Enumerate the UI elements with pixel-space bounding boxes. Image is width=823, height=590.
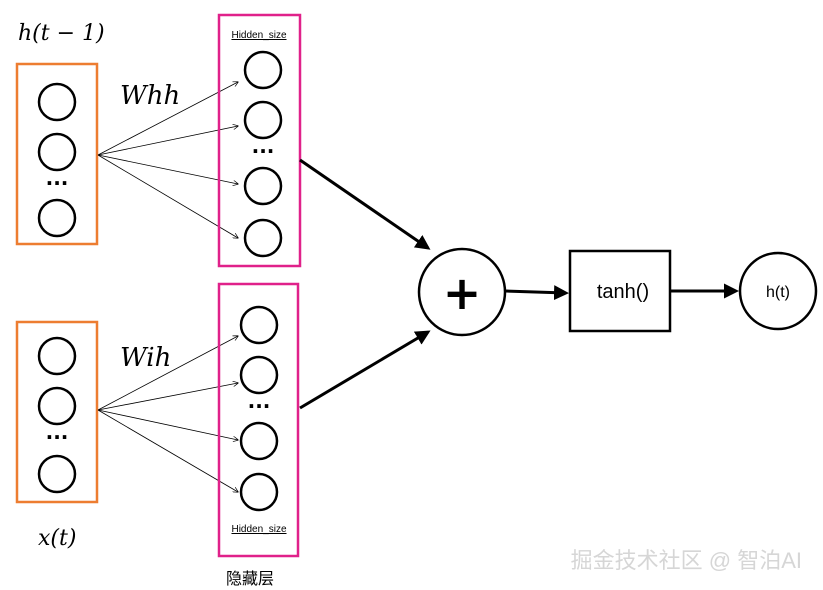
hidden-size-top-label: Hidden_size	[231, 30, 286, 41]
sum-to-tanh-arrow	[505, 285, 569, 301]
x-t-neuron-2	[37, 386, 77, 426]
hidden-size-bottom-label: Hidden_size	[231, 524, 286, 535]
whh-arrow-1	[97, 82, 238, 156]
hidden-top-neuron-1	[243, 50, 283, 90]
hidden-bottom-neuron-3	[239, 421, 279, 461]
wih-arrow-4	[97, 409, 238, 492]
h-prev-ellipsis: ···	[46, 171, 69, 195]
h-prev-box	[15, 62, 99, 246]
x-t-label: x(t)	[38, 526, 76, 551]
watermark: 掘金技术社区 @ 智泊AI	[571, 548, 802, 573]
hidden-bottom-neuron-4	[239, 472, 279, 512]
x-t-box	[15, 320, 99, 504]
wih-label: Wih	[120, 343, 171, 373]
whh-arrow-2	[97, 126, 238, 156]
hidden-top-neuron-2	[243, 100, 283, 140]
output-label: h(t)	[766, 284, 790, 301]
top-to-sum-arrow	[299, 158, 431, 250]
h-prev-label: h(t − 1)	[18, 21, 105, 46]
wih-arrow-1	[97, 336, 238, 411]
hidden-bottom-neuron-2	[239, 355, 279, 395]
x-t-neuron-1	[37, 336, 77, 376]
whh-arrow-3	[97, 154, 238, 184]
wih-arrow-2	[97, 383, 238, 411]
x-t-neuron-3	[37, 454, 77, 494]
hidden-layer-label: 隐藏层	[226, 570, 274, 588]
hidden-top-neuron-4	[243, 218, 283, 258]
output-node	[738, 251, 818, 331]
h-prev-neuron-1	[37, 82, 77, 122]
x-t-ellipsis: ···	[46, 425, 69, 449]
bottom-to-sum-arrow	[299, 330, 431, 410]
h-prev-neuron-3	[37, 198, 77, 238]
plus-symbol: +	[443, 266, 482, 320]
hidden-box-bottom	[217, 282, 300, 558]
hidden-bottom-neuron-1	[239, 305, 279, 345]
hidden-box-top	[217, 13, 302, 268]
wih-arrows	[97, 336, 238, 492]
hidden-bottom-ellipsis: ···	[248, 394, 271, 418]
hidden-top-ellipsis: ···	[252, 139, 275, 163]
wih-arrow-3	[97, 409, 238, 440]
whh-label: Whh	[120, 81, 180, 111]
h-prev-neuron-2	[37, 132, 77, 172]
whh-arrow-4	[97, 154, 238, 238]
sum-node	[417, 247, 507, 337]
hidden-top-neuron-3	[243, 166, 283, 206]
whh-arrows	[97, 82, 238, 238]
tanh-label: tanh()	[597, 281, 649, 303]
